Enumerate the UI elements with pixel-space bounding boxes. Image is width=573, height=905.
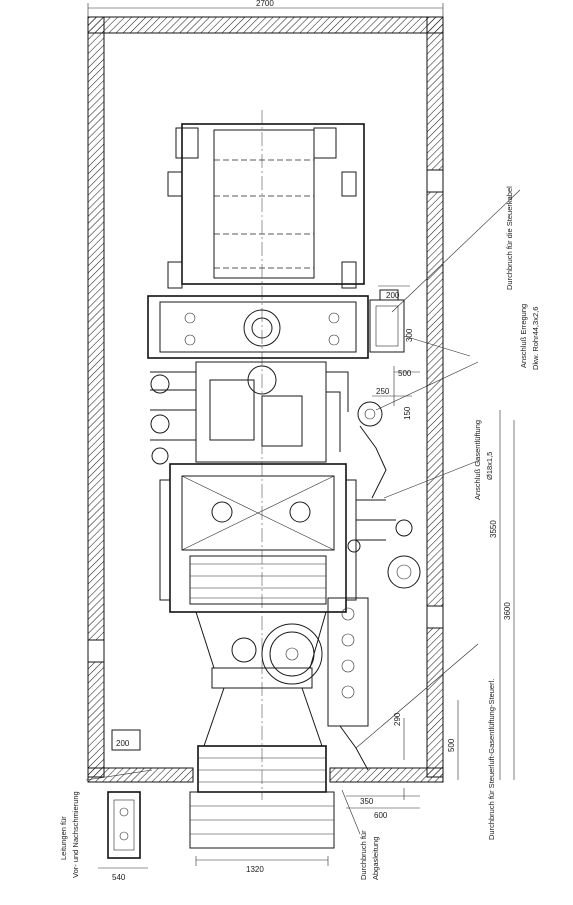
dim-top-width: 2700 xyxy=(256,0,274,8)
dim-250: 250 xyxy=(376,387,390,396)
dim-bottom-width: 1320 xyxy=(246,865,264,874)
engine-block xyxy=(159,463,421,613)
dim-600-bottom: 600 xyxy=(374,811,388,820)
dimension-labels: 200 300 500 250 150 3550 3600 290 500 35… xyxy=(360,291,512,820)
generator xyxy=(167,110,365,800)
dim-200-left: 200 xyxy=(116,739,130,748)
dim-500-low: 500 xyxy=(447,738,456,752)
note-steuerkabel: Durchbruch für die Steuerkabel xyxy=(505,186,514,290)
dim-200-top: 200 xyxy=(386,291,400,300)
leader-lines xyxy=(85,189,521,835)
coupling-housing xyxy=(147,289,405,359)
note-steuerluft: Durchbruch für Steuerluft-Gasentlüftung-… xyxy=(487,679,496,840)
annotations: Durchbruch für die Steuerkabel Anschluß … xyxy=(59,186,540,880)
note-gasentlueftung-1: Anschluß Gasentlüftung xyxy=(473,420,482,500)
note-erregung-1: Anschluß Erregung xyxy=(519,304,528,368)
top-dimension: 2700 xyxy=(87,0,444,17)
dim-3600: 3600 xyxy=(503,602,512,620)
note-abgas-2: Abgasleitung xyxy=(371,837,380,880)
note-leitungen-1: Leitungen für xyxy=(59,816,68,860)
note-gasentlueftung-2: Ø18x1,5 xyxy=(485,452,494,480)
note-erregung-2: Dkw. Rohr44,3x2,6 xyxy=(531,307,540,370)
dim-150: 150 xyxy=(403,406,412,420)
auxiliary-rack xyxy=(327,597,369,771)
dim-left-bottom: 540 xyxy=(112,873,126,882)
dim-300: 300 xyxy=(405,328,414,342)
dim-500-mid: 500 xyxy=(398,369,412,378)
dim-290: 290 xyxy=(393,712,402,726)
dim-350-bottom: 350 xyxy=(360,797,374,806)
flywheel-section xyxy=(195,611,327,747)
exhaust-silencer: 1320 xyxy=(189,745,335,874)
lubrication-unit: 540 200 xyxy=(98,729,148,882)
room-walls xyxy=(87,16,444,783)
note-abgas-1: Durchbruch für xyxy=(359,830,368,880)
note-leitungen-2: Vor- und Nachschmierung xyxy=(71,791,80,878)
dim-3550: 3550 xyxy=(489,520,498,538)
engine-auxiliaries xyxy=(150,361,387,499)
